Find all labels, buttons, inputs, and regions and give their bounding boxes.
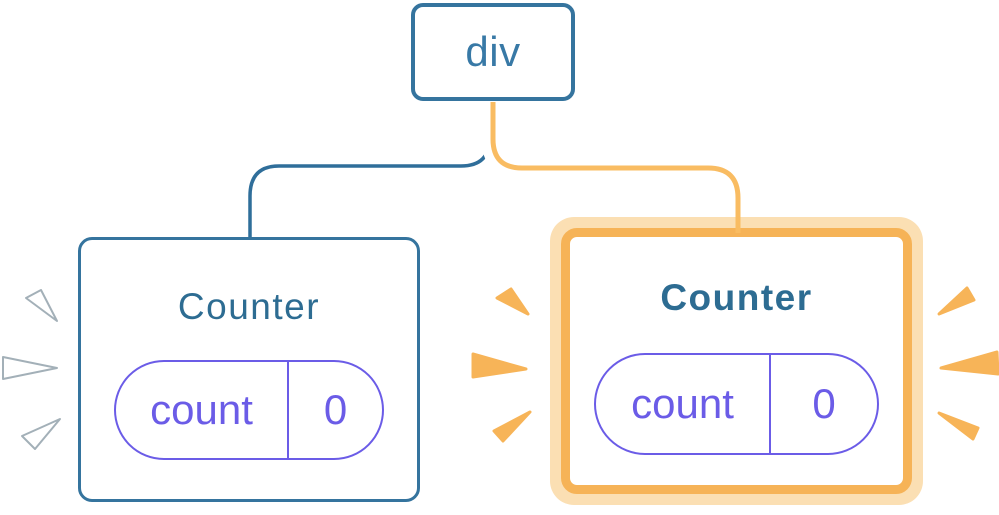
- counter-title: Counter: [177, 286, 321, 327]
- white-flash-middle: [2, 356, 58, 380]
- blue-connector-line: [248, 101, 492, 240]
- pill-divider: [769, 355, 771, 453]
- counter-title: Counter: [660, 277, 813, 318]
- orange-flash-left-middle: [471, 352, 528, 379]
- state-key-label: count: [631, 380, 734, 427]
- state-pill: count 0: [114, 360, 384, 460]
- state-key-label: count: [150, 386, 253, 433]
- pill-divider: [287, 362, 289, 458]
- white-flash-icon: [2, 289, 61, 450]
- orange-flash-right-middle: [939, 350, 999, 376]
- tree-node-div: div: [411, 3, 575, 101]
- orange-flash-icon: [471, 287, 532, 443]
- orange-flash-left-top: [495, 287, 530, 316]
- counter-card-right-highlight-ring: Counter count 0: [550, 217, 923, 505]
- state-value: 0: [323, 386, 348, 433]
- state-pill: count 0: [594, 353, 879, 455]
- orange-flash-right-top: [937, 286, 976, 316]
- orange-flash-left-bottom: [492, 410, 532, 443]
- orange-connector-line: [490, 102, 741, 233]
- white-flash-top: [25, 289, 58, 322]
- orange-flash-right-bottom: [937, 411, 980, 441]
- counter-card-right: Counter count 0: [561, 228, 912, 494]
- div-node-label: div: [465, 28, 521, 75]
- white-flash-bottom: [21, 418, 61, 450]
- counter-card-left: Counter count 0: [78, 237, 420, 502]
- orange-connector-casing: [481, 100, 750, 220]
- orange-flash-icon: [937, 286, 999, 441]
- state-value: 0: [812, 380, 836, 427]
